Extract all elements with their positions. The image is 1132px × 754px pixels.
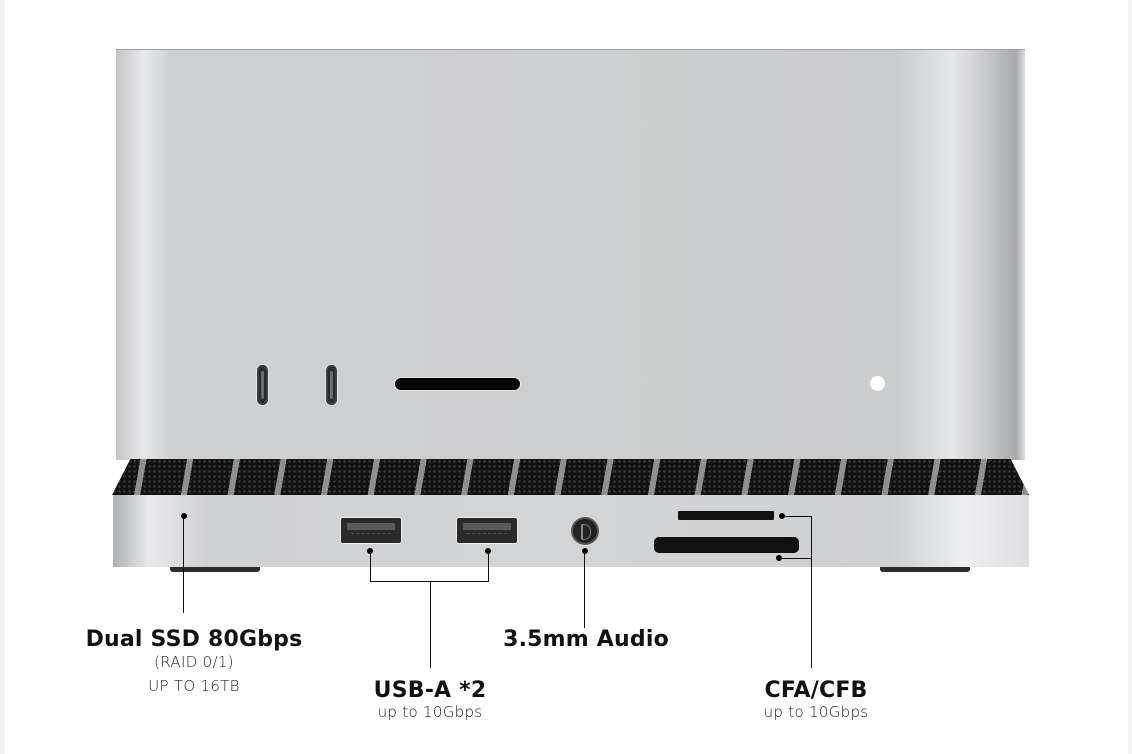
ssd-callout-label: Dual SSD 80Gbps (RAID 0/1) UP TO 16TB	[64, 627, 324, 695]
usb1-callout-line	[370, 551, 371, 582]
cfa-callout-line	[782, 516, 811, 517]
page-edge-left	[0, 0, 5, 754]
usb-callout-label: USB-A *2 up to 10Gbps	[330, 678, 530, 721]
usb-title: USB-A *2	[373, 678, 487, 703]
usb2-callout-line	[488, 551, 489, 582]
cfb-callout-line	[779, 558, 811, 559]
audio-jack-icon	[573, 519, 597, 543]
usb-callout-stem	[430, 581, 431, 668]
audio-callout-dot	[582, 548, 588, 554]
card-callout-stem	[811, 516, 812, 668]
usb-callout-bracket	[370, 581, 489, 582]
device-upper-body	[116, 49, 1025, 460]
sd-card-slot	[395, 378, 520, 390]
ssd-callout-dot	[181, 513, 187, 519]
card-callout-label: CFA/CFB up to 10Gbps	[716, 678, 916, 721]
usb-speed-text: up to 10Gbps	[377, 703, 483, 721]
page-edge-right	[1128, 0, 1132, 754]
thunderbolt-port-1	[257, 365, 268, 405]
card-title: CFA/CFB	[764, 678, 868, 703]
audio-title: 3.5mm Audio	[503, 627, 669, 652]
usb-a-port-1	[341, 518, 401, 543]
foot-right	[880, 567, 970, 572]
ssd-raid-text: (RAID 0/1)	[154, 653, 234, 671]
ssd-callout-line	[183, 516, 184, 613]
power-indicator-icon	[870, 376, 885, 391]
usb-a-port-2	[457, 518, 517, 543]
audio-callout-label: 3.5mm Audio	[480, 627, 692, 652]
ventilation-band	[112, 459, 1029, 495]
device-dock-base	[113, 495, 1029, 567]
ssd-title: Dual SSD 80Gbps	[85, 627, 303, 652]
cfa-card-slot	[678, 511, 774, 520]
audio-callout-line	[584, 551, 585, 628]
cfb-card-slot	[654, 537, 799, 553]
card-speed-text: up to 10Gbps	[763, 703, 869, 721]
thunderbolt-port-2	[326, 365, 337, 405]
ssd-capacity-text: UP TO 16TB	[148, 677, 240, 695]
foot-left	[170, 567, 260, 572]
